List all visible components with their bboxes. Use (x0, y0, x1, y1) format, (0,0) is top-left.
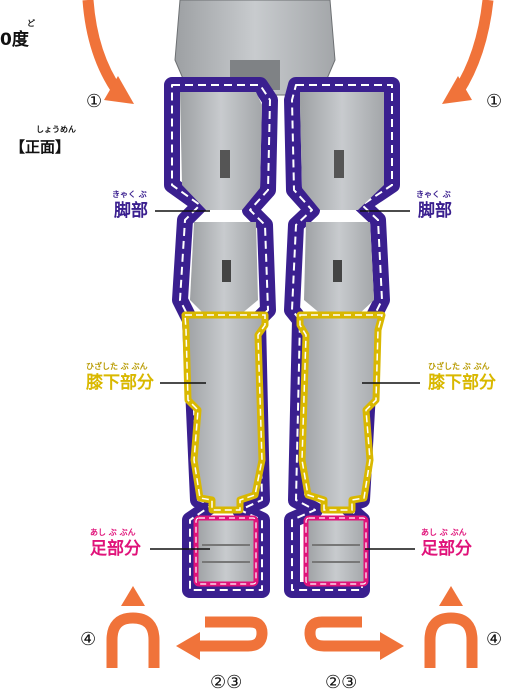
step23-left: ②③ (210, 672, 243, 693)
leg-label-right: 脚部 (418, 201, 452, 221)
leg-label-left: 脚部 (114, 201, 148, 221)
left-foot (193, 515, 259, 587)
right-thigh-slot (334, 150, 344, 178)
arrow-bottom-left-turn (198, 616, 268, 652)
leg-ruby-left: きゃく ぶ (112, 190, 147, 199)
arrow-top-left (82, 0, 123, 96)
arrow-bottom-left-u (106, 612, 160, 668)
step4-left: ④ (80, 629, 97, 650)
foot-label-left: 足部分 (90, 539, 141, 559)
right-knee-slot (333, 260, 342, 282)
right-leg (284, 77, 400, 598)
foot-ruby-right: あし ぶ ぶん (421, 528, 467, 537)
knee-ruby-left: ひざした ぶ ぶん (86, 362, 148, 371)
right-foot (303, 515, 369, 587)
knee-ruby-right: ひざした ぶ ぶん (428, 362, 490, 371)
left-knee-slot (222, 260, 231, 282)
arrow-top-right (453, 0, 494, 95)
right-knee-down-outline (296, 311, 386, 514)
angle-text: 0度 (0, 30, 29, 50)
step23-right: ②③ (325, 672, 358, 693)
view-ruby: しょうめん (36, 125, 76, 134)
foot-ruby-left: あし ぶ ぶん (90, 528, 136, 537)
leg-ruby-right: きゃく ぶ (416, 190, 451, 199)
left-leg (164, 77, 278, 598)
knee-label-right: 膝下部分 (428, 373, 496, 393)
step1-right: ① (486, 91, 503, 112)
angle-ruby: ど (27, 19, 35, 28)
knee-label-left: 膝下部分 (86, 373, 154, 393)
view-label: 【正面】 (10, 138, 71, 156)
arrow-bottom-right-u (424, 612, 478, 668)
arrow-bottom-right-turn (304, 616, 380, 652)
foot-label-right: 足部分 (421, 539, 472, 559)
step1-left: ① (86, 91, 103, 112)
step4-right: ④ (486, 629, 503, 650)
left-thigh-slot (220, 150, 230, 178)
